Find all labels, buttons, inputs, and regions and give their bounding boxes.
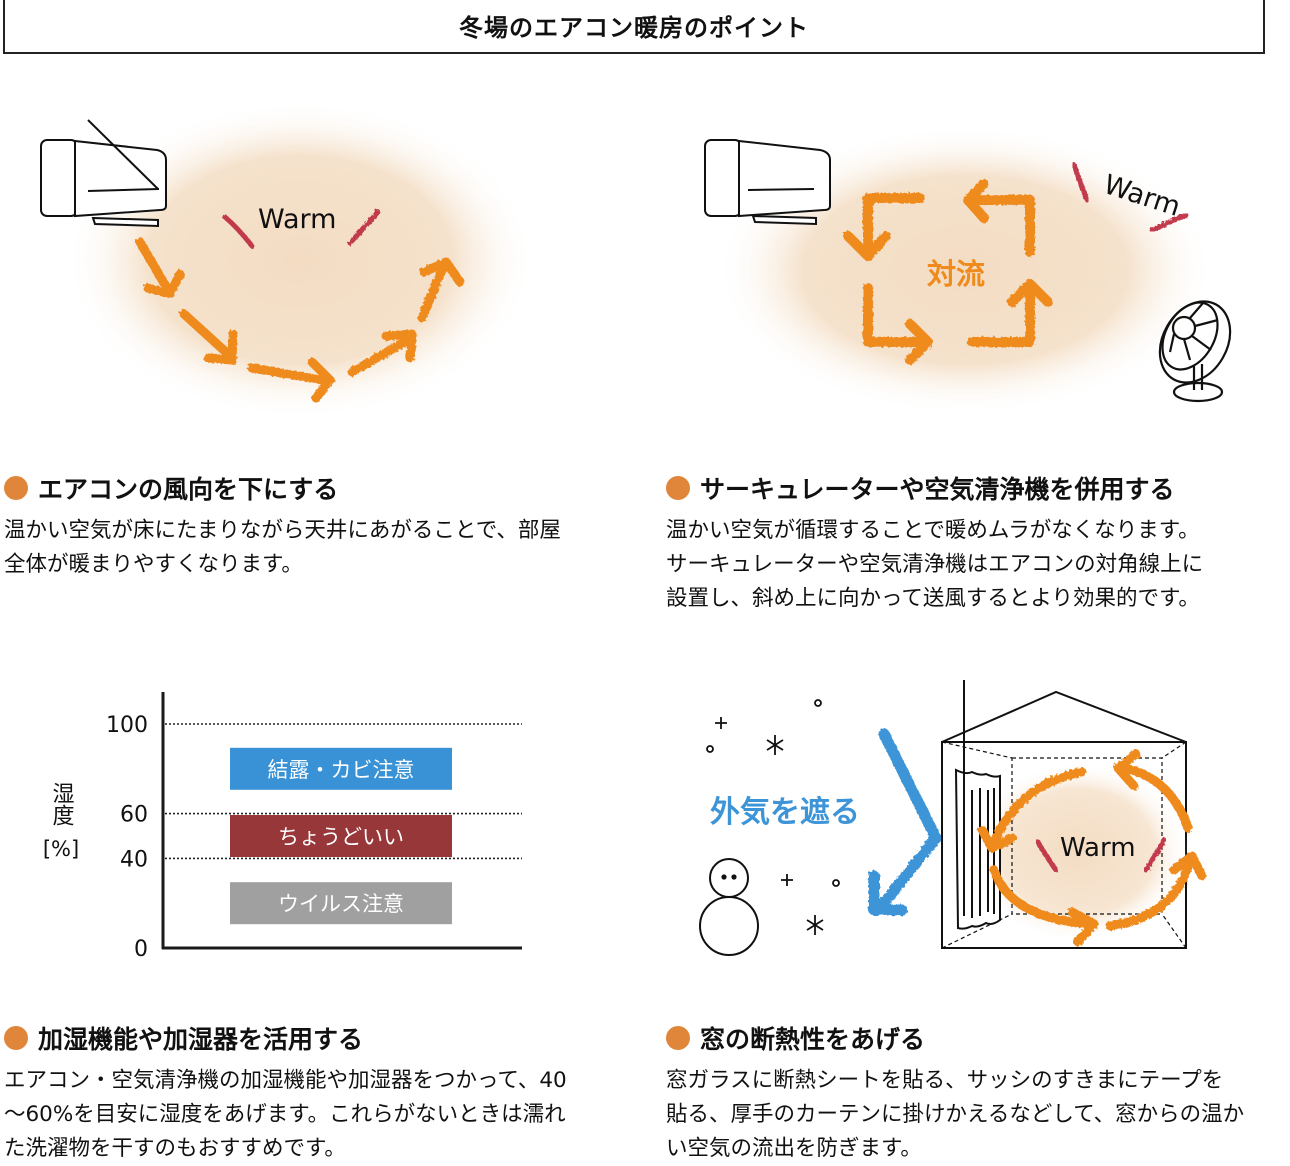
- air-conditioner-icon: [40, 119, 167, 228]
- snowman-icon: [699, 858, 759, 956]
- illustration-airflow-down: Warm: [0, 100, 640, 420]
- warm-mark-right: [347, 209, 381, 246]
- section-3-body: エアコン・空気清浄機の加湿機能や加湿器をつかって、40 〜60%を目安に湿度をあ…: [4, 1068, 567, 1161]
- y-tick-label-40: 40: [120, 847, 148, 872]
- snow-decorations: [706, 699, 840, 935]
- snow-dot-icon: [814, 699, 822, 707]
- band-1: ちょうどいい: [230, 815, 452, 857]
- section-1-heading: エアコンの風向を下にする: [4, 470, 338, 506]
- snow-dot-icon: [706, 745, 714, 753]
- chart-tick-labels: 0 40 60 100: [106, 713, 148, 962]
- y-tick-label-0: 0: [134, 937, 148, 962]
- arrow-3: [247, 357, 335, 403]
- page-title: 冬場のエアコン暖房のポイント: [459, 13, 809, 42]
- curtain-icon: [954, 680, 1001, 930]
- section-2-heading: サーキュレーターや空気清浄機を併用する: [666, 470, 1175, 506]
- bullet-icon: [666, 1026, 690, 1050]
- band-label: ウイルス注意: [278, 892, 404, 916]
- arrow-5: [417, 257, 465, 323]
- snow-plus-icon: [715, 717, 727, 729]
- arrow-right-up: [967, 279, 1053, 347]
- arrow-top-left: [977, 767, 1087, 853]
- bullet-icon: [4, 1026, 28, 1050]
- arrow-bottom-left: [989, 865, 1099, 947]
- warm-glow: [968, 762, 1188, 942]
- convection-arrows: [843, 179, 1053, 365]
- illustration-window-insulation: 外気を遮る: [690, 680, 1290, 970]
- warm-mark-right: [1143, 837, 1167, 873]
- arrow-bottom-right: [1105, 851, 1207, 931]
- circulator-svg: 対流 Warm: [704, 125, 1232, 415]
- snow-plus-icon: [781, 874, 793, 886]
- page-title-box: 冬場のエアコン暖房のポイント: [3, 0, 1265, 54]
- section-4-heading: 窓の断熱性をあげる: [666, 1020, 925, 1056]
- section-2-body: 温かい空気が循環することで暖めムラがなくなります。 サーキュレーターや空気清浄機…: [666, 518, 1204, 611]
- section-3-heading: 加湿機能や加湿器を活用する: [4, 1020, 363, 1056]
- band-rect: [230, 882, 452, 925]
- y-axis-label-line-1: 湿度: [49, 782, 75, 826]
- arrow-2: [179, 309, 238, 365]
- bullet-icon: [4, 476, 28, 500]
- fan-icon: [1158, 300, 1232, 403]
- band-label: 結露・カビ注意: [268, 758, 415, 782]
- section-1-title: エアコンの風向を下にする: [38, 475, 339, 504]
- warm-glow: [715, 125, 1215, 415]
- circulating-arrows: [977, 749, 1207, 947]
- warm-label: Warm: [1060, 833, 1136, 863]
- band-2: ウイルス注意: [230, 882, 452, 925]
- band-rect: [230, 747, 452, 790]
- arrow-left-down: [843, 193, 925, 261]
- section-2-title: サーキュレーターや空気清浄機を併用する: [700, 475, 1175, 504]
- warm-glow: [65, 100, 535, 420]
- arrow-top-right: [1113, 749, 1193, 833]
- section-4-body: 窓ガラスに断熱シートを貼る、サッシのすきまにテープを 貼る、厚手のカーテンに掛け…: [666, 1068, 1245, 1161]
- warm-mark-left: [1071, 162, 1090, 203]
- snow-star-icon: [766, 735, 784, 755]
- illustration-circulator: 対流 Warm: [690, 120, 1290, 420]
- y-axis-label-line-2: [%]: [43, 837, 79, 861]
- arrow-top-left: [963, 179, 1035, 257]
- bullet-icon: [666, 476, 690, 500]
- snow-star-icon: [806, 915, 824, 935]
- y-tick-label-60: 60: [120, 803, 148, 828]
- blue-arrow-icon: [868, 728, 942, 916]
- section-1-body: 温かい空気が床にたまりながら天井にあがることで、部屋 全体が暖まりやすくなります…: [4, 518, 561, 577]
- block-outside-air-label: 外気を遮る: [710, 795, 860, 830]
- warm-mark-left: [1035, 839, 1059, 873]
- warm-mark-right: [1149, 212, 1189, 233]
- window-insulation-svg: 外気を遮る: [699, 680, 1207, 956]
- band-0: 結露・カビ注意: [230, 747, 452, 790]
- arrow-1: [135, 237, 185, 299]
- humidity-chart: 結露・カビ注意ちょうどいいウイルス注意 0 40 60 100 湿度 [%]: [30, 680, 540, 970]
- warm-mark-left: [222, 214, 255, 249]
- snow-dot-icon: [832, 879, 840, 887]
- section-4-title: 窓の断熱性をあげる: [700, 1025, 926, 1054]
- convection-label: 対流: [927, 257, 985, 291]
- band-label: ちょうどいい: [278, 825, 404, 849]
- y-tick-label-100: 100: [106, 713, 148, 738]
- band-rect: [230, 815, 452, 857]
- arrow-4: [347, 329, 417, 377]
- section-3-title: 加湿機能や加湿器を活用する: [38, 1025, 364, 1054]
- arrow-bottom-right: [863, 283, 933, 365]
- air-conditioner-icon: [704, 139, 831, 226]
- warm-label: Warm: [258, 204, 336, 235]
- chart-gridlines: [165, 723, 522, 860]
- airflow-arrows: [135, 237, 465, 403]
- airflow-down-svg: Warm: [40, 100, 535, 420]
